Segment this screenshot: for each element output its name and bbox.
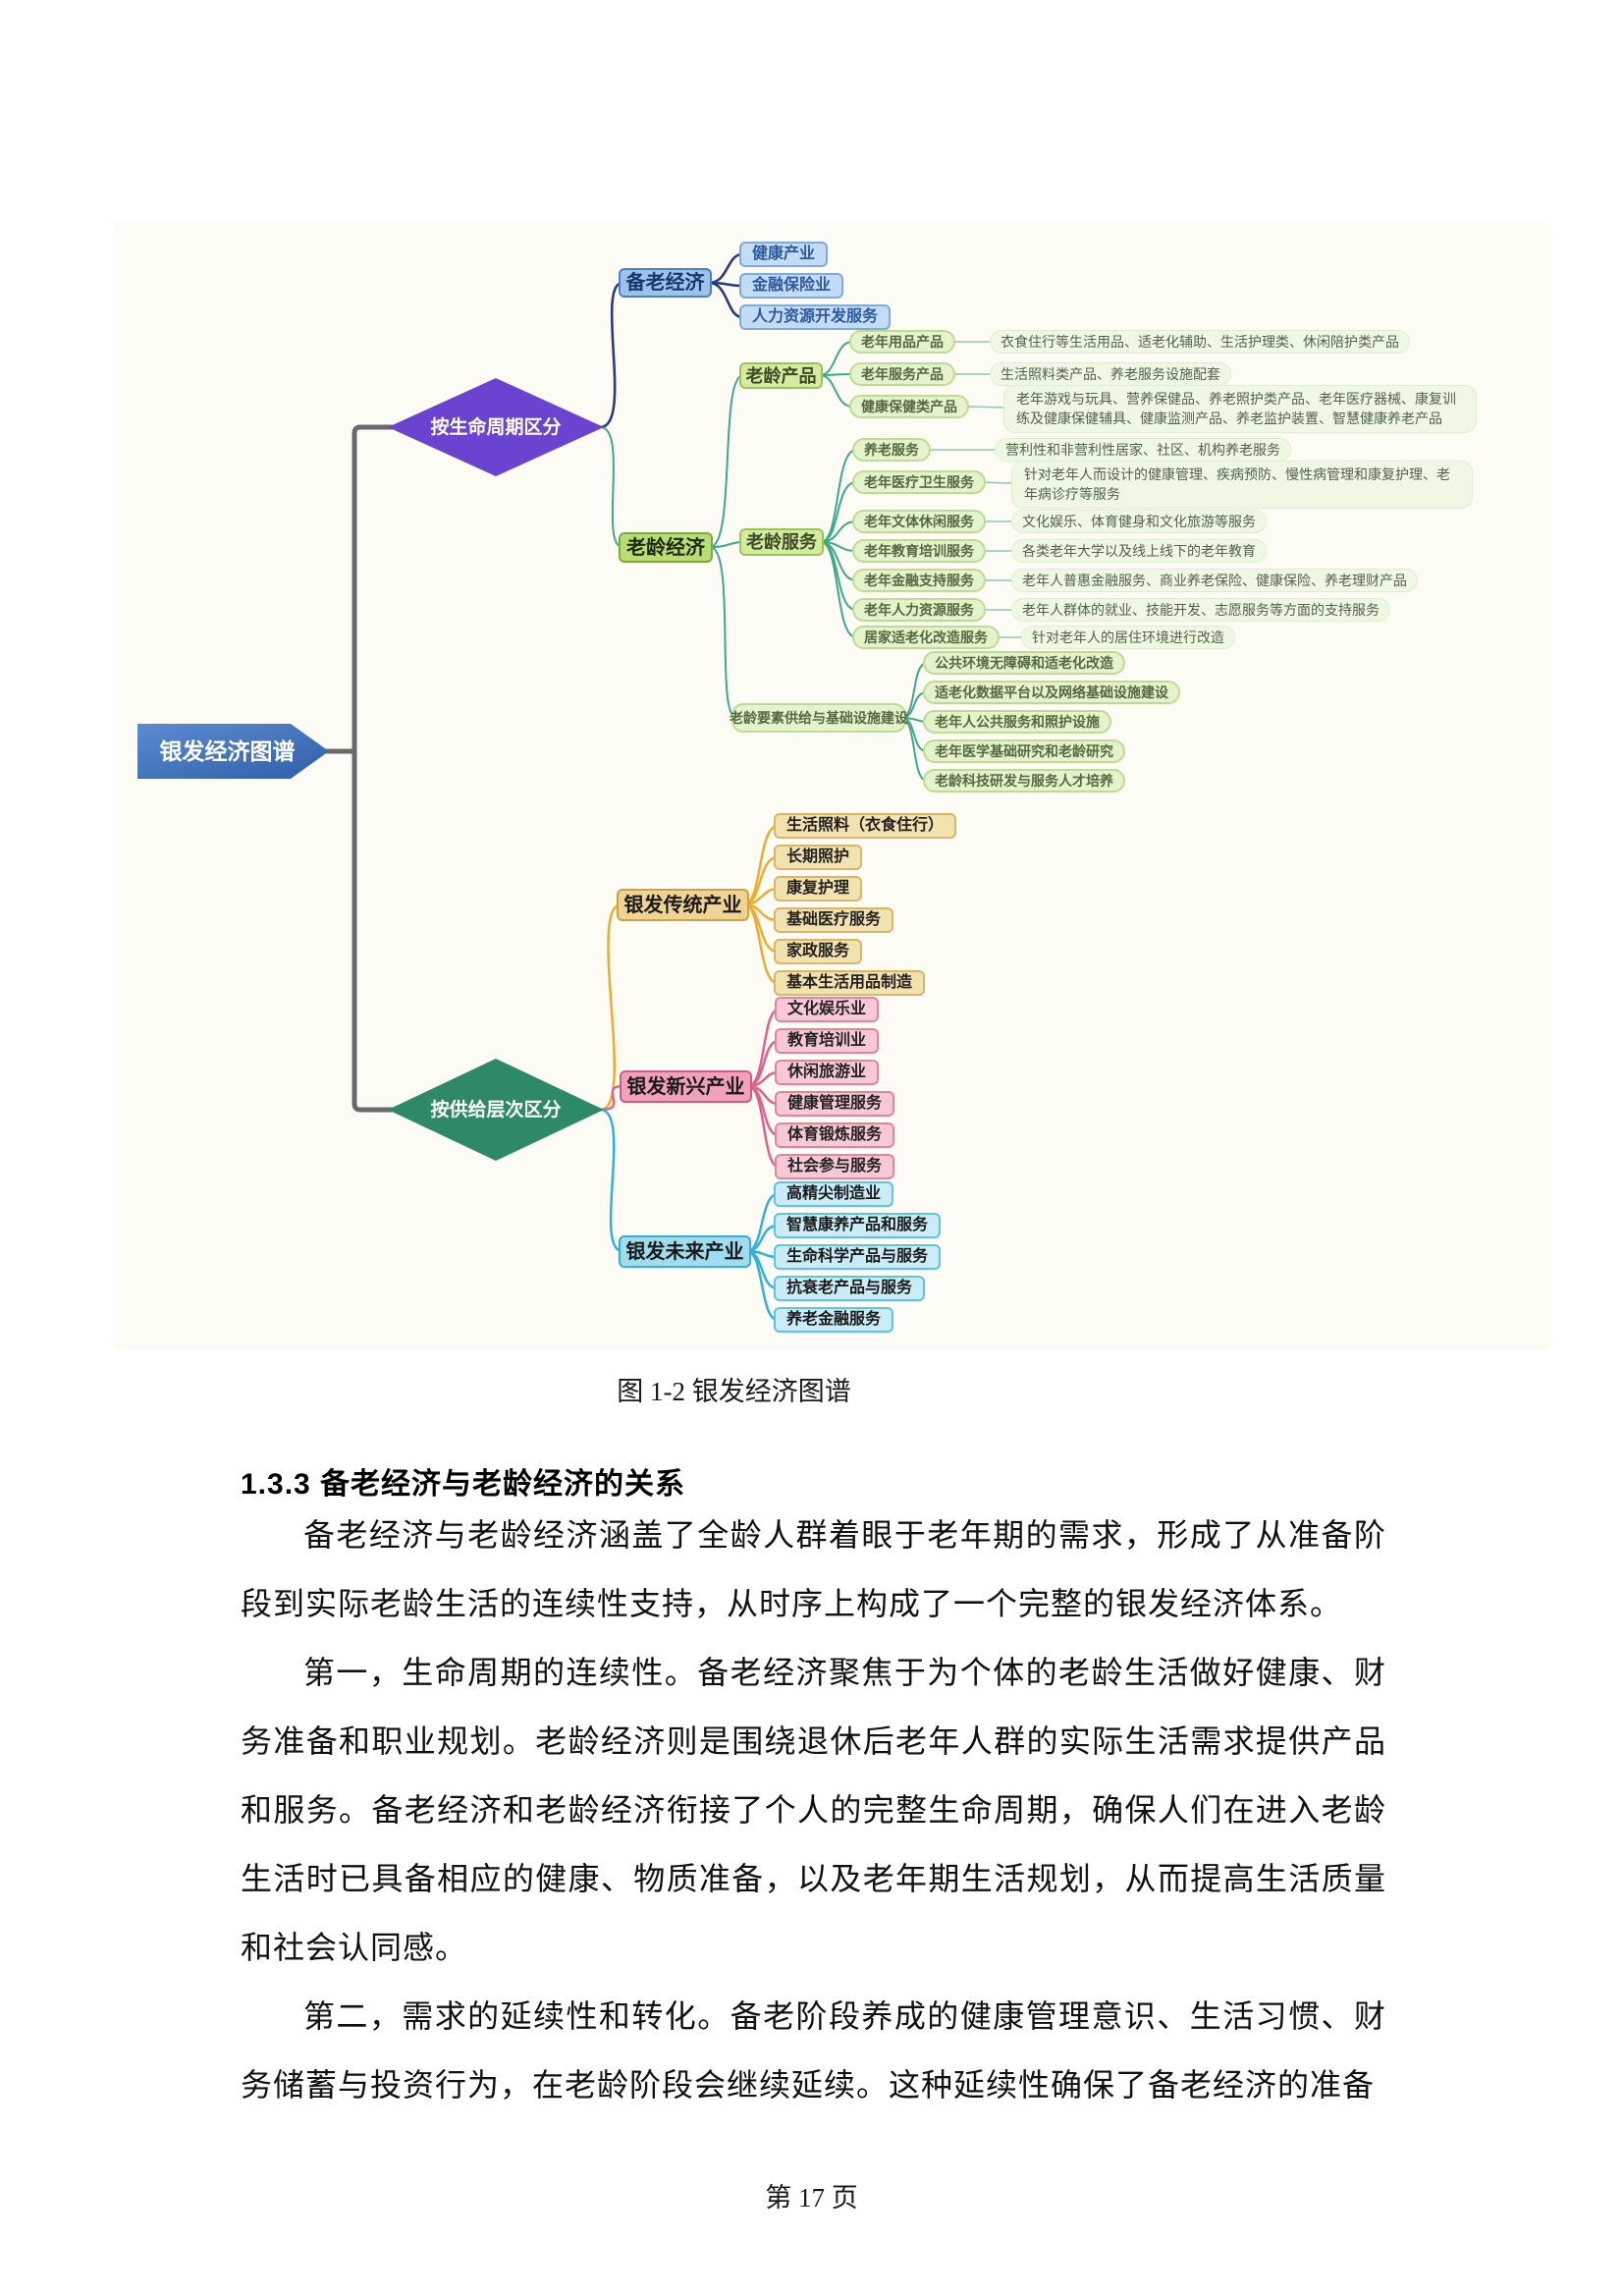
node-future-child: 生命科学产品与服务 xyxy=(774,1244,942,1270)
node-infrastructure-child: 老年人公共服务和照护设施 xyxy=(923,710,1111,734)
node-product-key: 老年服务产品 xyxy=(849,362,955,386)
node-traditional-child: 康复护理 xyxy=(774,876,863,902)
leaf-service-detail: 针对老年人而设计的健康管理、疾病预防、慢性病管理和康复护理、老年病诊疗等服务 xyxy=(1011,461,1473,509)
node-infrastructure-child: 老龄科技研发与服务人才培养 xyxy=(923,769,1125,793)
node-infrastructure-child: 适老化数据平台以及网络基础设施建设 xyxy=(923,681,1180,704)
leaf-product-detail: 衣食住行等生活用品、适老化辅助、生活护理类、休闲陪护类产品 xyxy=(990,330,1410,354)
leaf-service-detail: 针对老年人的居住环境进行改造 xyxy=(1021,626,1235,649)
node-emerging-child: 体育锻炼服务 xyxy=(775,1122,895,1148)
node-infrastructure-child: 公共环境无障碍和适老化改造 xyxy=(923,651,1125,675)
node-traditional-child: 生活照料（衣食住行） xyxy=(774,813,957,839)
node-service-key: 老年金融支持服务 xyxy=(852,569,986,592)
leaf-service-detail: 文化娱乐、体育健身和文化旅游等服务 xyxy=(1011,510,1267,533)
section-heading: 1.3.3 备老经济与老龄经济的关系 xyxy=(241,1468,686,1501)
node-traditional-child: 长期照护 xyxy=(774,845,863,870)
node-beilao-child: 金融保险业 xyxy=(739,273,844,299)
leaf-product-detail: 老年游戏与玩具、营养保健品、养老照护类产品、老年医疗器械、康复训练及健康保健辅具… xyxy=(1003,385,1477,433)
page-number: 第 17 页 xyxy=(765,2183,858,2213)
node-emerging-child: 教育培训业 xyxy=(775,1028,880,1054)
mindmap-edges xyxy=(321,252,1027,1322)
node-future-industry: 银发未来产业 xyxy=(619,1235,751,1268)
node-laoling-products: 老龄产品 xyxy=(739,362,823,389)
node-traditional-child: 基础医疗服务 xyxy=(774,907,894,933)
node-laoling-infrastructure: 老龄要素供给与基础设施建设 xyxy=(730,703,908,733)
node-future-child: 高精尖制造业 xyxy=(774,1181,894,1207)
leaf-service-detail: 营利性和非营利性居家、社区、机构养老服务 xyxy=(995,438,1291,462)
leaf-service-detail: 老年人普惠金融服务、商业养老保险、健康保险、养老理财产品 xyxy=(1011,569,1418,592)
node-traditional-child: 基本生活用品制造 xyxy=(774,970,926,996)
node-future-child: 智慧康养产品和服务 xyxy=(774,1213,942,1238)
node-emerging-child: 休闲旅游业 xyxy=(775,1060,880,1085)
node-service-key: 居家适老化改造服务 xyxy=(852,626,1000,649)
leaf-service-detail: 老年人群体的就业、技能开发、志愿服务等方面的支持服务 xyxy=(1011,598,1390,622)
node-emerging-child: 文化娱乐业 xyxy=(775,997,880,1022)
node-emerging-child: 社会参与服务 xyxy=(775,1154,895,1179)
node-future-child: 养老金融服务 xyxy=(774,1307,894,1333)
leaf-product-detail: 生活照料类产品、养老服务设施配套 xyxy=(990,362,1231,386)
figure-caption: 图 1-2 银发经济图谱 xyxy=(617,1377,851,1406)
node-beilao-child: 健康产业 xyxy=(739,242,829,267)
node-emerging-child: 健康管理服务 xyxy=(775,1091,895,1117)
node-product-key: 健康保健类产品 xyxy=(849,395,969,418)
body-text: 备老经济与老龄经济涵盖了全龄人群着眼于老年期的需求，形成了从准备阶段到实际老龄生… xyxy=(241,1501,1386,2119)
paragraph: 第一，生命周期的连续性。备老经济聚焦于为个体的老龄生活做好健康、财务准备和职业规… xyxy=(241,1655,1386,1965)
node-service-key: 养老服务 xyxy=(852,438,931,462)
node-service-key: 老年教育培训服务 xyxy=(852,539,986,563)
node-laoling-economy: 老龄经济 xyxy=(619,532,713,563)
node-traditional-child: 家政服务 xyxy=(774,939,863,964)
node-product-key: 老年用品产品 xyxy=(849,330,955,354)
node-beilao-child: 人力资源开发服务 xyxy=(739,304,892,330)
paragraph: 备老经济与老龄经济涵盖了全龄人群着眼于老年期的需求，形成了从准备阶段到实际老龄生… xyxy=(241,1517,1386,1621)
node-service-key: 老年文体休闲服务 xyxy=(852,510,986,533)
leaf-service-detail: 各类老年大学以及线上线下的老年教育 xyxy=(1011,539,1267,563)
node-service-key: 老年医疗卫生服务 xyxy=(852,470,986,494)
node-root-silver-economy-map: 银发经济图谱 xyxy=(137,724,329,779)
node-traditional-industry: 银发传统产业 xyxy=(617,889,749,921)
node-emerging-industry: 银发新兴产业 xyxy=(620,1070,752,1103)
node-service-key: 老年人力资源服务 xyxy=(852,598,986,622)
node-infrastructure-child: 老年医学基础研究和老龄研究 xyxy=(923,739,1125,763)
node-beilao-economy: 备老经济 xyxy=(619,268,712,298)
paragraph: 第二，需求的延续性和转化。备老阶段养成的健康管理意识、生活习惯、财务储蓄与投资行… xyxy=(241,1998,1386,2103)
node-laoling-services: 老龄服务 xyxy=(739,528,824,556)
node-future-child: 抗衰老产品与服务 xyxy=(774,1276,926,1301)
